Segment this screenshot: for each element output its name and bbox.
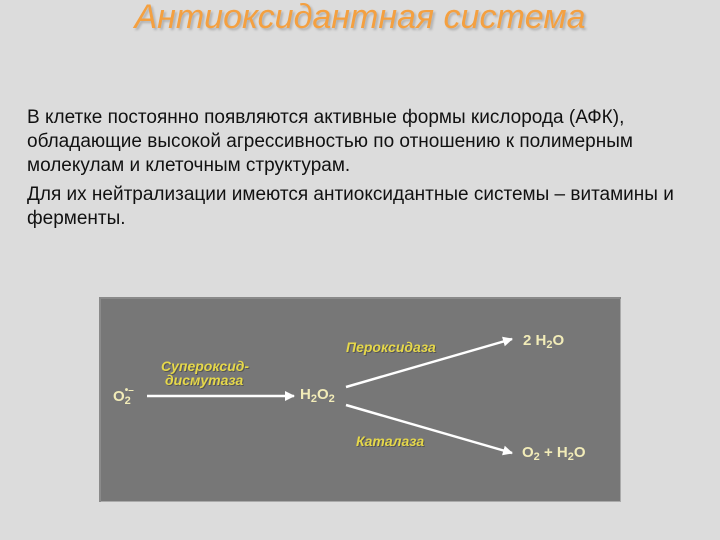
- product-oxygen-water-label: O2 + H2O: [522, 444, 586, 463]
- arrow-peroxidase: [345, 336, 513, 389]
- paragraph-antioxidants: Для их нейтрализации имеются антиоксидан…: [27, 184, 674, 229]
- reaction-arrows: [147, 336, 513, 456]
- product-water-label: 2 H2O: [523, 332, 565, 351]
- paragraph-afk: В клетке постоянно появляются активные ф…: [27, 107, 633, 176]
- slide-title: Антиоксидантная система: [134, 0, 586, 36]
- arrow-catalase: [345, 403, 513, 456]
- superoxide-label: O2•–: [113, 385, 134, 407]
- enzyme-catalase-label: Каталаза: [356, 433, 425, 449]
- hydrogen-peroxide-label: H2O2: [300, 386, 335, 405]
- slide-body: В клетке постоянно появляются активные ф…: [27, 106, 707, 231]
- enzyme-sod-label: Супероксид- дисмутаза: [161, 358, 250, 388]
- enzyme-peroxidase-label: Пероксидаза: [346, 339, 436, 355]
- reaction-diagram: O2•– Супероксид- дисмутаза H2O2 Пероксид…: [99, 297, 621, 502]
